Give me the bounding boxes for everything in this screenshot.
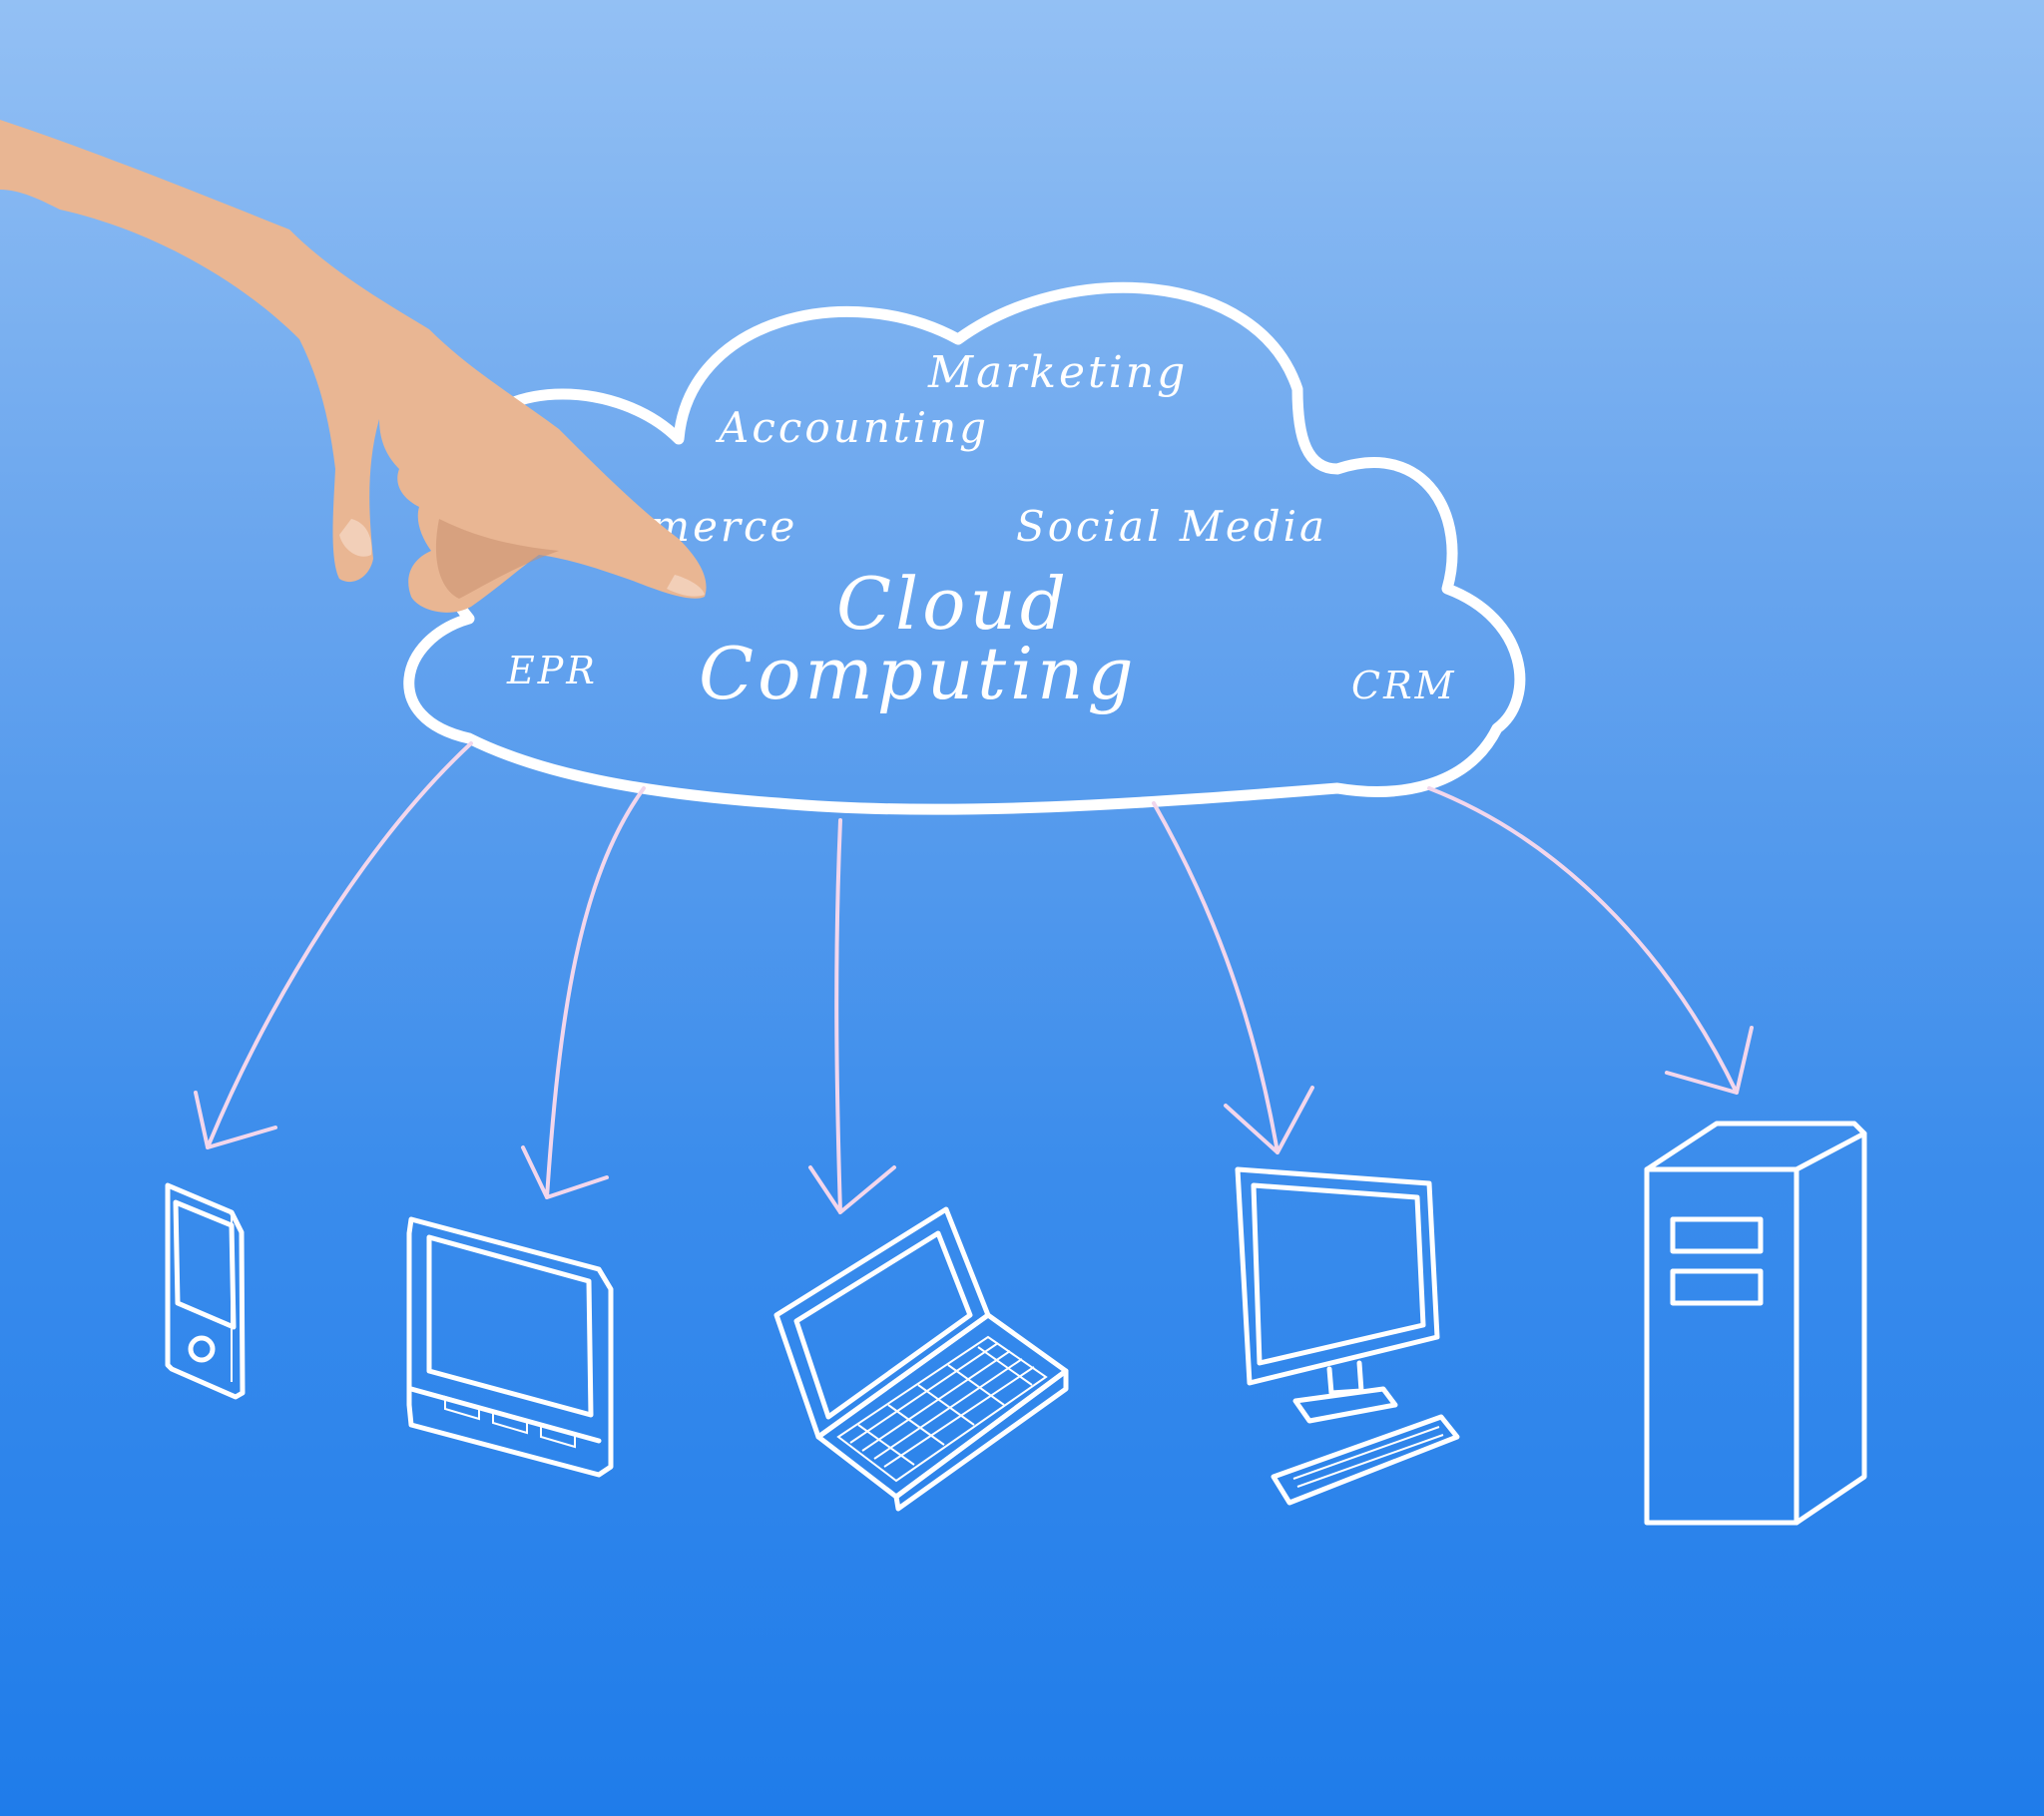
arrow-to-laptop xyxy=(808,818,896,1214)
cloud-title-line2: Computing xyxy=(699,632,1138,715)
cloud-title-line1: Cloud xyxy=(836,562,1070,646)
arrow-to-server xyxy=(1427,786,1754,1095)
arrow-to-desktop xyxy=(1152,801,1314,1154)
arrow-to-smartphone xyxy=(194,741,473,1149)
fingertip-nail xyxy=(667,575,705,597)
pointing-hand xyxy=(0,120,707,613)
tablet-icon xyxy=(406,1216,614,1478)
desktop-computer-icon xyxy=(1235,1166,1460,1506)
cloud-term-social-media: Social Media xyxy=(1016,502,1327,551)
cloud-term-epr: EPR xyxy=(506,649,598,692)
arrows xyxy=(194,741,1754,1214)
hand-shadow xyxy=(435,519,559,599)
cloud-term-accounting: Accounting xyxy=(715,403,989,452)
cloud-term-marketing: Marketing xyxy=(927,347,1188,398)
cloud-term-crm: CRM xyxy=(1351,664,1457,707)
laptop-icon xyxy=(773,1206,1069,1512)
thumb-nail xyxy=(339,519,372,557)
forearm xyxy=(0,120,707,613)
server-tower-icon xyxy=(1644,1121,1867,1526)
arrow-to-tablet xyxy=(521,786,646,1199)
smartphone-icon xyxy=(165,1182,246,1400)
